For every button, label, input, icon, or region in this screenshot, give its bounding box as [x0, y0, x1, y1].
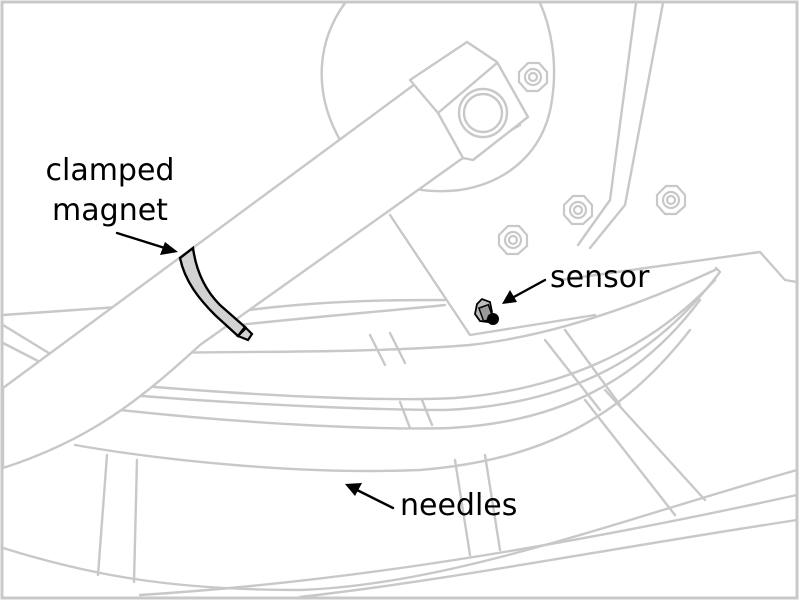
arrow-icon — [345, 483, 395, 510]
hub-disc — [320, 1, 556, 193]
clamp-bolt-inner — [462, 92, 504, 134]
label-clamped: clamped — [46, 153, 175, 188]
rung — [132, 458, 139, 584]
left-line-1 — [1, 305, 120, 317]
plate-upper-line — [558, 250, 799, 284]
label-sensor: sensor — [550, 260, 650, 295]
sensor-plate-edge — [388, 213, 597, 337]
nut-icon — [562, 194, 594, 226]
rung — [368, 333, 387, 367]
left-line-3 — [1, 341, 42, 364]
rung — [453, 458, 472, 557]
rung — [483, 453, 502, 552]
rung — [96, 453, 109, 577]
arm-clamp-edge — [436, 61, 499, 115]
track-6 — [118, 298, 702, 430]
nut-icon — [497, 224, 529, 256]
sensor-icon — [474, 297, 499, 325]
arrow-icon — [115, 231, 178, 255]
main-arm — [1, 43, 522, 470]
nut-icon — [517, 61, 549, 93]
magnet-clamp-icon — [178, 245, 254, 342]
right-rail-outer — [576, 1, 638, 247]
rung — [563, 328, 622, 407]
label-needles: needles — [400, 488, 517, 523]
track-5 — [128, 266, 722, 412]
left-line-2 — [1, 323, 54, 357]
rung — [398, 400, 412, 430]
rung — [420, 398, 434, 427]
rung — [543, 338, 602, 412]
label-magnet: magnet — [52, 193, 168, 228]
nut-icon — [655, 184, 687, 216]
rung — [388, 331, 407, 365]
clamp-bolt-outer — [457, 87, 509, 139]
outer-band — [138, 493, 799, 597]
arrow-icon — [502, 278, 547, 304]
outer-band-2 — [298, 518, 799, 599]
rung — [583, 398, 677, 517]
rung — [603, 388, 707, 502]
track-4 — [128, 278, 717, 401]
right-rail-inner — [588, 1, 665, 250]
